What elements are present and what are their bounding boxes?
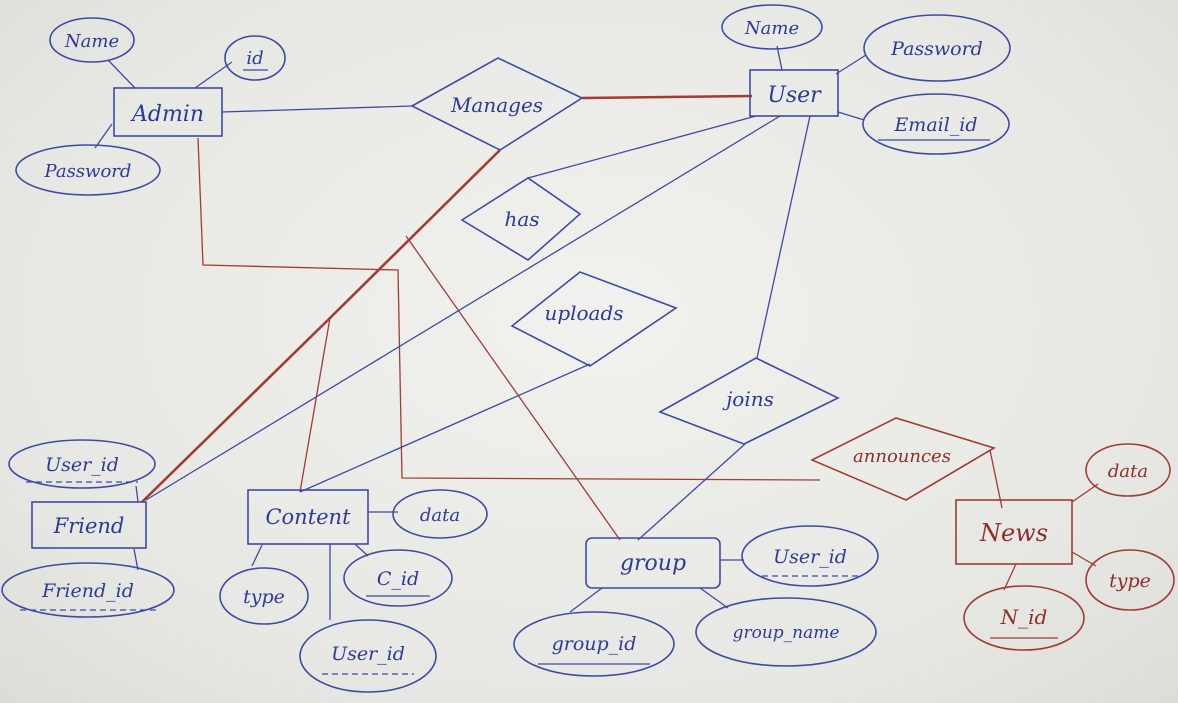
attribute-content-userid: User_id <box>299 619 437 693</box>
edge-user-name <box>776 45 783 71</box>
svg-text:Password: Password <box>44 161 132 182</box>
entity-group-label: group <box>620 551 686 576</box>
edge-news-nid <box>1003 563 1017 591</box>
edge-group-admin <box>405 235 621 541</box>
entity-content-label: Content <box>265 505 351 529</box>
relationship-joins[interactable]: joins <box>658 357 840 445</box>
edge-user-password <box>835 54 867 75</box>
edge-group-groupid <box>569 587 603 613</box>
svg-text:data: data <box>1108 461 1148 482</box>
edge-friend-friendid <box>133 548 139 571</box>
svg-text:Name: Name <box>64 31 119 52</box>
attribute-user-name: Name <box>721 4 823 50</box>
edge-admin-password <box>94 123 113 149</box>
entity-friend[interactable]: Friend <box>31 501 147 549</box>
svg-text:Email_id: Email_id <box>893 114 977 136</box>
edge-friend-userid <box>135 485 139 503</box>
relationship-manages[interactable]: Manages <box>410 57 584 151</box>
entity-content[interactable]: Content <box>247 489 369 545</box>
attribute-news-type: type <box>1085 549 1175 611</box>
edge-admin-manages <box>221 105 413 113</box>
svg-text:data: data <box>420 505 460 526</box>
svg-text:C_id: C_id <box>377 568 419 590</box>
edge-content-manages <box>299 317 331 493</box>
svg-text:User_id: User_id <box>45 454 119 476</box>
relationship-manages-label: Manages <box>450 93 543 117</box>
edge-joins-group <box>637 443 746 541</box>
relationship-uploads[interactable]: uploads <box>510 271 678 367</box>
attribute-friend-userid: User_id <box>8 439 156 489</box>
entity-user-label: User <box>767 83 822 108</box>
attribute-news-nid: N_id <box>963 585 1085 651</box>
svg-text:type: type <box>1109 570 1151 592</box>
entity-group[interactable]: group <box>585 537 721 589</box>
svg-text:User_id: User_id <box>773 546 847 568</box>
attribute-user-email: Email_id <box>862 93 1010 155</box>
relationship-announces[interactable]: announces <box>810 417 996 501</box>
edge-user-friend <box>145 115 781 501</box>
edge-user-joins <box>756 115 811 359</box>
svg-text:group_name: group_name <box>733 623 840 643</box>
edge-news-data <box>1071 483 1099 503</box>
edge-content-type <box>251 544 263 567</box>
relationship-uploads-label: uploads <box>544 301 623 325</box>
svg-text:Name: Name <box>744 18 799 39</box>
svg-text:Friend_id: Friend_id <box>41 580 134 602</box>
edge-uploads-content <box>299 363 591 493</box>
attribute-user-password: Password <box>863 14 1011 82</box>
relationship-has[interactable]: has <box>460 177 582 261</box>
attribute-group-groupname: group_name <box>695 597 877 667</box>
edge-content-cid <box>354 543 369 557</box>
attribute-friend-friendid: Friend_id <box>1 562 175 618</box>
edge-admin-name <box>107 59 136 89</box>
edge-admin-id <box>194 61 233 89</box>
svg-text:type: type <box>243 586 285 608</box>
relationship-announces-label: announces <box>853 446 951 467</box>
edge-user-email <box>837 111 865 121</box>
entity-admin[interactable]: Admin <box>113 87 223 137</box>
edge-manages-user <box>581 94 753 100</box>
attribute-content-cid: C_id <box>343 549 453 607</box>
svg-text:group_id: group_id <box>552 633 637 655</box>
attribute-news-data: data <box>1085 443 1171 497</box>
edge-announces-news <box>989 449 1003 509</box>
svg-text:User_id: User_id <box>331 643 405 665</box>
svg-text:N_id: N_id <box>1000 605 1048 629</box>
edge-group-groupname <box>699 587 729 609</box>
edge-manages-friend <box>141 149 501 503</box>
relationship-has-label: has <box>504 207 539 231</box>
attribute-admin-name: Name <box>49 17 135 63</box>
edge-admin-announces <box>197 137 821 481</box>
attribute-admin-id: id <box>224 35 286 81</box>
attribute-content-type: type <box>219 567 309 625</box>
attribute-admin-password: Password <box>15 144 161 196</box>
svg-text:id: id <box>246 48 263 69</box>
attribute-group-groupid: group_id <box>513 611 675 677</box>
svg-text:Password: Password <box>890 38 983 60</box>
attribute-content-data: data <box>392 489 488 539</box>
attribute-group-userid: User_id <box>741 525 879 587</box>
entity-friend-label: Friend <box>53 514 125 538</box>
entity-admin-label: Admin <box>130 102 204 127</box>
edge-user-has <box>527 115 757 179</box>
entity-user[interactable]: User <box>749 69 839 117</box>
relationship-joins-label: joins <box>722 387 774 411</box>
entity-news-label: News <box>979 519 1048 547</box>
entity-news[interactable]: News <box>955 499 1073 565</box>
